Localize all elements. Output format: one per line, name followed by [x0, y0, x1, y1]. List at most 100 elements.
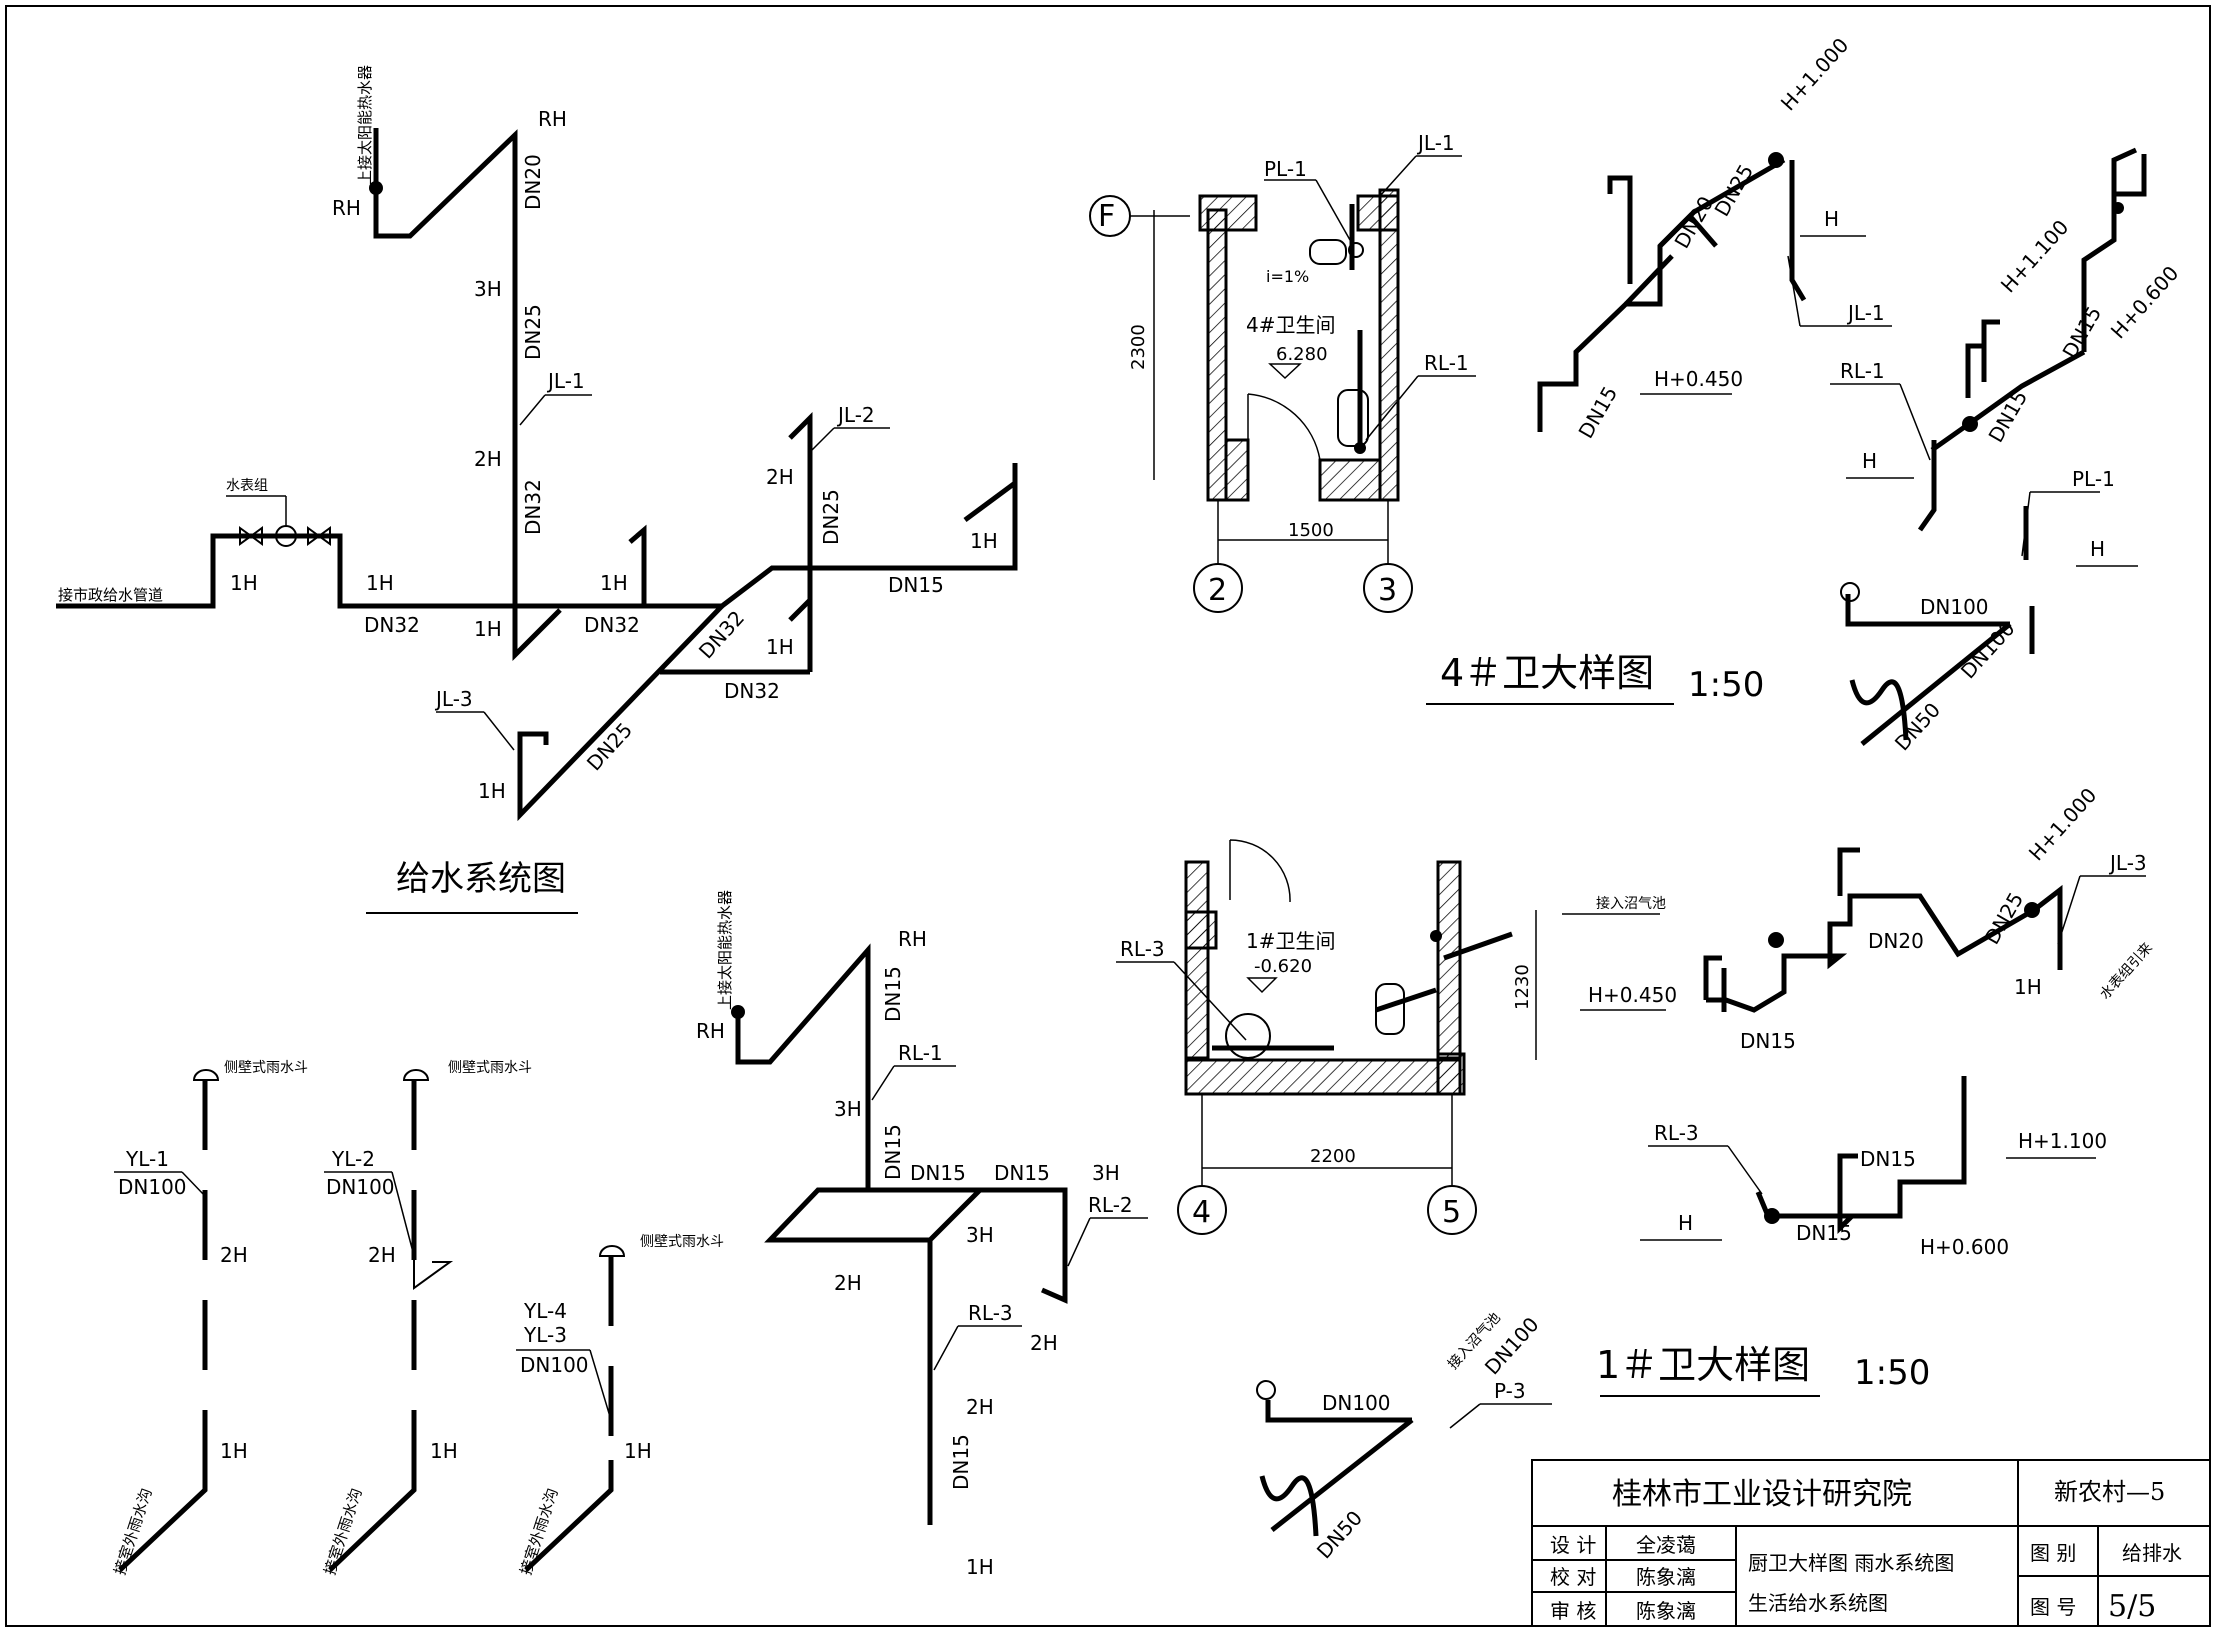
label-2h: 2H — [966, 1395, 994, 1419]
valve-dot — [369, 181, 383, 195]
label-jl1: JL-1 — [1416, 131, 1455, 155]
label-dn15: DN15 — [881, 1124, 905, 1180]
label-2h: 2H — [766, 465, 794, 489]
review-name: 陈象漓 — [1636, 1599, 1696, 1623]
slope: i=1% — [1266, 267, 1309, 286]
label-h1000: H+1.000 — [1776, 33, 1853, 115]
room-elevation: -0.620 — [1254, 956, 1312, 977]
label-dn15: DN15 — [1860, 1147, 1916, 1171]
sheet-number: 5/5 — [2108, 1589, 2156, 1624]
label-dn15: DN15 — [949, 1434, 973, 1490]
label-dn15: DN15 — [888, 573, 944, 597]
label-h: H — [2090, 537, 2105, 561]
label-dn50: DN50 — [1312, 1506, 1367, 1564]
label-1h: 1H — [766, 635, 794, 659]
label-dn20: DN20 — [1868, 929, 1924, 953]
label-rl3: RL-3 — [1654, 1121, 1699, 1145]
dim-2300: 2300 — [1128, 324, 1149, 370]
label-1h: 1H — [220, 1439, 248, 1463]
label-rl1: RL-1 — [1424, 351, 1469, 375]
label-yl3: YL-3 — [523, 1323, 567, 1347]
axis-f: F — [1098, 199, 1115, 234]
room-elevation: 6.280 — [1276, 344, 1328, 365]
label-dn100: DN100 — [1322, 1391, 1391, 1415]
label-yl4: YL-4 — [523, 1299, 567, 1323]
label-rl3: RL-3 — [968, 1301, 1013, 1325]
label-dn15: DN15 — [881, 966, 905, 1022]
label-jl1: JL-1 — [546, 369, 585, 393]
hopper-label: 侧壁式雨水斗 — [224, 1060, 308, 1076]
check-label: 校 对 — [1550, 1565, 1596, 1589]
label-2h: 2H — [220, 1243, 248, 1267]
water-supply-diagram: 水表组 接市政给水管道 1H 1H DN32 上接太阳能热水器 RH RH DN… — [56, 65, 1018, 914]
label-h0450: H+0.450 — [1588, 983, 1677, 1007]
label-2h: 2H — [368, 1243, 396, 1267]
design-label: 设 计 — [1550, 1533, 1596, 1557]
solar-label: 上接太阳能热水器 — [716, 890, 734, 1010]
room-name: 4#卫生间 — [1246, 313, 1335, 337]
dim-2200: 2200 — [1310, 1146, 1356, 1167]
valve-dot — [731, 1005, 745, 1019]
outfall-label: 接室外雨水沟 — [111, 1486, 156, 1577]
label-dn32: DN32 — [521, 479, 545, 535]
drawing-title-2: 生活给水系统图 — [1748, 1591, 1888, 1615]
title-block: 桂林市工业设计研究院 新农村—5 设 计 全凌蔼 校 对 陈象漓 审 核 陈象漓… — [1531, 1459, 2211, 1627]
label-dn15: DN15 — [2058, 302, 2107, 362]
label-rh: RH — [696, 1019, 725, 1043]
label-rl3: RL-3 — [1120, 937, 1165, 961]
label-rh: RH — [538, 107, 567, 131]
label-dn25: DN25 — [1710, 160, 1759, 220]
axis-3: 3 — [1378, 573, 1397, 608]
label-h: H — [1862, 449, 1877, 473]
review-label: 审 核 — [1550, 1599, 1596, 1623]
label-rh: RH — [332, 196, 361, 220]
drawing-title-1: 厨卫大样图 雨水系统图 — [1748, 1551, 1954, 1575]
label-dn25: DN25 — [582, 718, 637, 776]
label-3h: 3H — [474, 277, 502, 301]
label-dn100: DN100 — [1920, 595, 1989, 619]
room-name: 1#卫生间 — [1246, 929, 1335, 953]
label-dn15: DN15 — [994, 1161, 1050, 1185]
hot-water-diagram: 上接太阳能热水器 RH RH DN15 RL-1 3H DN15 DN15 DN… — [696, 890, 1148, 1579]
solar-label: 上接太阳能热水器 — [356, 65, 374, 185]
label-dn32: DN32 — [364, 613, 420, 637]
outfall-label: 接室外雨水沟 — [517, 1486, 562, 1577]
toilet1-iso: H+1.000 DN25 DN20 JL-3 1H 水表组引来 H+0.450 … — [1256, 783, 2156, 1564]
dim-1500: 1500 — [1288, 520, 1334, 541]
label-dn32: DN32 — [724, 679, 780, 703]
label-yl2: YL-2 — [331, 1147, 375, 1171]
toilet1-title: 1＃卫大样图 — [1596, 1343, 1810, 1387]
label-dn100: DN100 — [520, 1353, 589, 1377]
toilet1-scale: 1:50 — [1854, 1353, 1930, 1393]
label-dn15: DN15 — [910, 1161, 966, 1185]
label-1h: 1H — [478, 779, 506, 803]
label-dn20: DN20 — [521, 154, 545, 210]
label-1h: 1H — [474, 617, 502, 641]
label-3h: 3H — [966, 1223, 994, 1247]
axis-4: 4 — [1192, 1195, 1211, 1230]
axis-2: 2 — [1208, 573, 1227, 608]
toilet4-title: 4＃卫大样图 — [1440, 651, 1654, 695]
project-code: 新农村—5 — [2054, 1478, 2165, 1506]
label-2h: 2H — [834, 1271, 862, 1295]
label-1h: 1H — [966, 1555, 994, 1579]
label-dn32: DN32 — [584, 613, 640, 637]
label-dn50: DN50 — [1890, 698, 1945, 756]
dim-1230: 1230 — [1512, 964, 1533, 1010]
label-h: H — [1678, 1211, 1693, 1235]
number-label: 图 号 — [2030, 1595, 2076, 1619]
category-label: 图 别 — [2030, 1541, 2076, 1565]
label-1h: 1H — [2014, 975, 2042, 999]
outfall-label: 接室外雨水沟 — [321, 1486, 366, 1577]
label-2h: 2H — [1030, 1331, 1058, 1355]
institute-name: 桂林市工业设计研究院 — [1612, 1477, 1912, 1512]
label-dn100: DN100 — [118, 1175, 187, 1199]
label-h1100: H+1.100 — [2018, 1129, 2107, 1153]
label-jl1: JL-1 — [1846, 301, 1885, 325]
label-h0450: H+0.450 — [1654, 367, 1743, 391]
label-pl1: PL-1 — [2072, 467, 2115, 491]
label-1h: 1H — [366, 571, 394, 595]
label-rh: RH — [898, 927, 927, 951]
toilet4-iso: H+1.000 DN25 DN20 H JL-1 H+0.450 DN15 H+… — [1537, 33, 2183, 756]
